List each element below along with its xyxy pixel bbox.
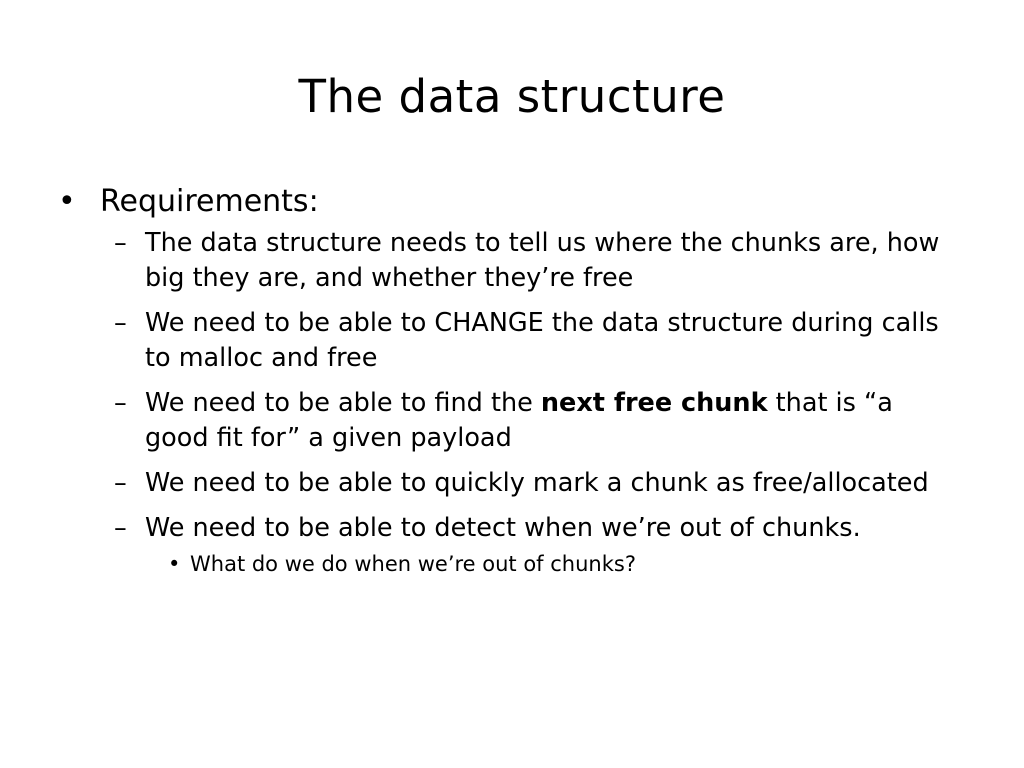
bullet-label: Requirements: bbox=[100, 184, 319, 219]
sub-bullet-text-before: We need to be able to find the bbox=[145, 388, 541, 418]
dash-icon: – bbox=[114, 468, 127, 498]
dash-icon: – bbox=[114, 308, 127, 338]
slide-body: • Requirements: – The data structure nee… bbox=[58, 180, 978, 580]
sub-bullet-text: The data structure needs to tell us wher… bbox=[145, 228, 940, 293]
sub-sub-bullet-item: • What do we do when we’re out of chunks… bbox=[58, 548, 978, 580]
dash-icon: – bbox=[114, 513, 127, 543]
sub-bullet-text: We need to be able to CHANGE the data st… bbox=[145, 308, 939, 373]
bullet-icon: • bbox=[58, 184, 76, 219]
sub-bullet-item: – We need to be able to quickly mark a c… bbox=[58, 466, 955, 501]
sub-bullet-item: – We need to be able to CHANGE the data … bbox=[58, 306, 955, 376]
sub-bullet-item: – We need to be able to detect when we’r… bbox=[58, 511, 955, 546]
sub-bullet-text-bold: next free chunk bbox=[540, 388, 768, 418]
sub-bullet-text: We need to be able to detect when we’re … bbox=[145, 513, 861, 543]
bullet-requirements: • Requirements: bbox=[58, 180, 978, 224]
sub-bullet-text: We need to be able to quickly mark a chu… bbox=[145, 468, 929, 498]
dash-icon: – bbox=[114, 228, 127, 258]
sub-bullet-item: – We need to be able to find the next fr… bbox=[58, 386, 955, 456]
sub-sub-bullet-text: What do we do when we’re out of chunks? bbox=[190, 552, 636, 576]
sub-bullet-list: – The data structure needs to tell us wh… bbox=[58, 226, 978, 580]
sub-bullet-text-after: that is “a good fit for” a given payload bbox=[145, 388, 893, 453]
bullet-icon: • bbox=[168, 552, 181, 576]
sub-bullet-item: – The data structure needs to tell us wh… bbox=[58, 226, 955, 296]
slide-title: The data structure bbox=[298, 70, 726, 123]
dash-icon: – bbox=[114, 388, 127, 418]
